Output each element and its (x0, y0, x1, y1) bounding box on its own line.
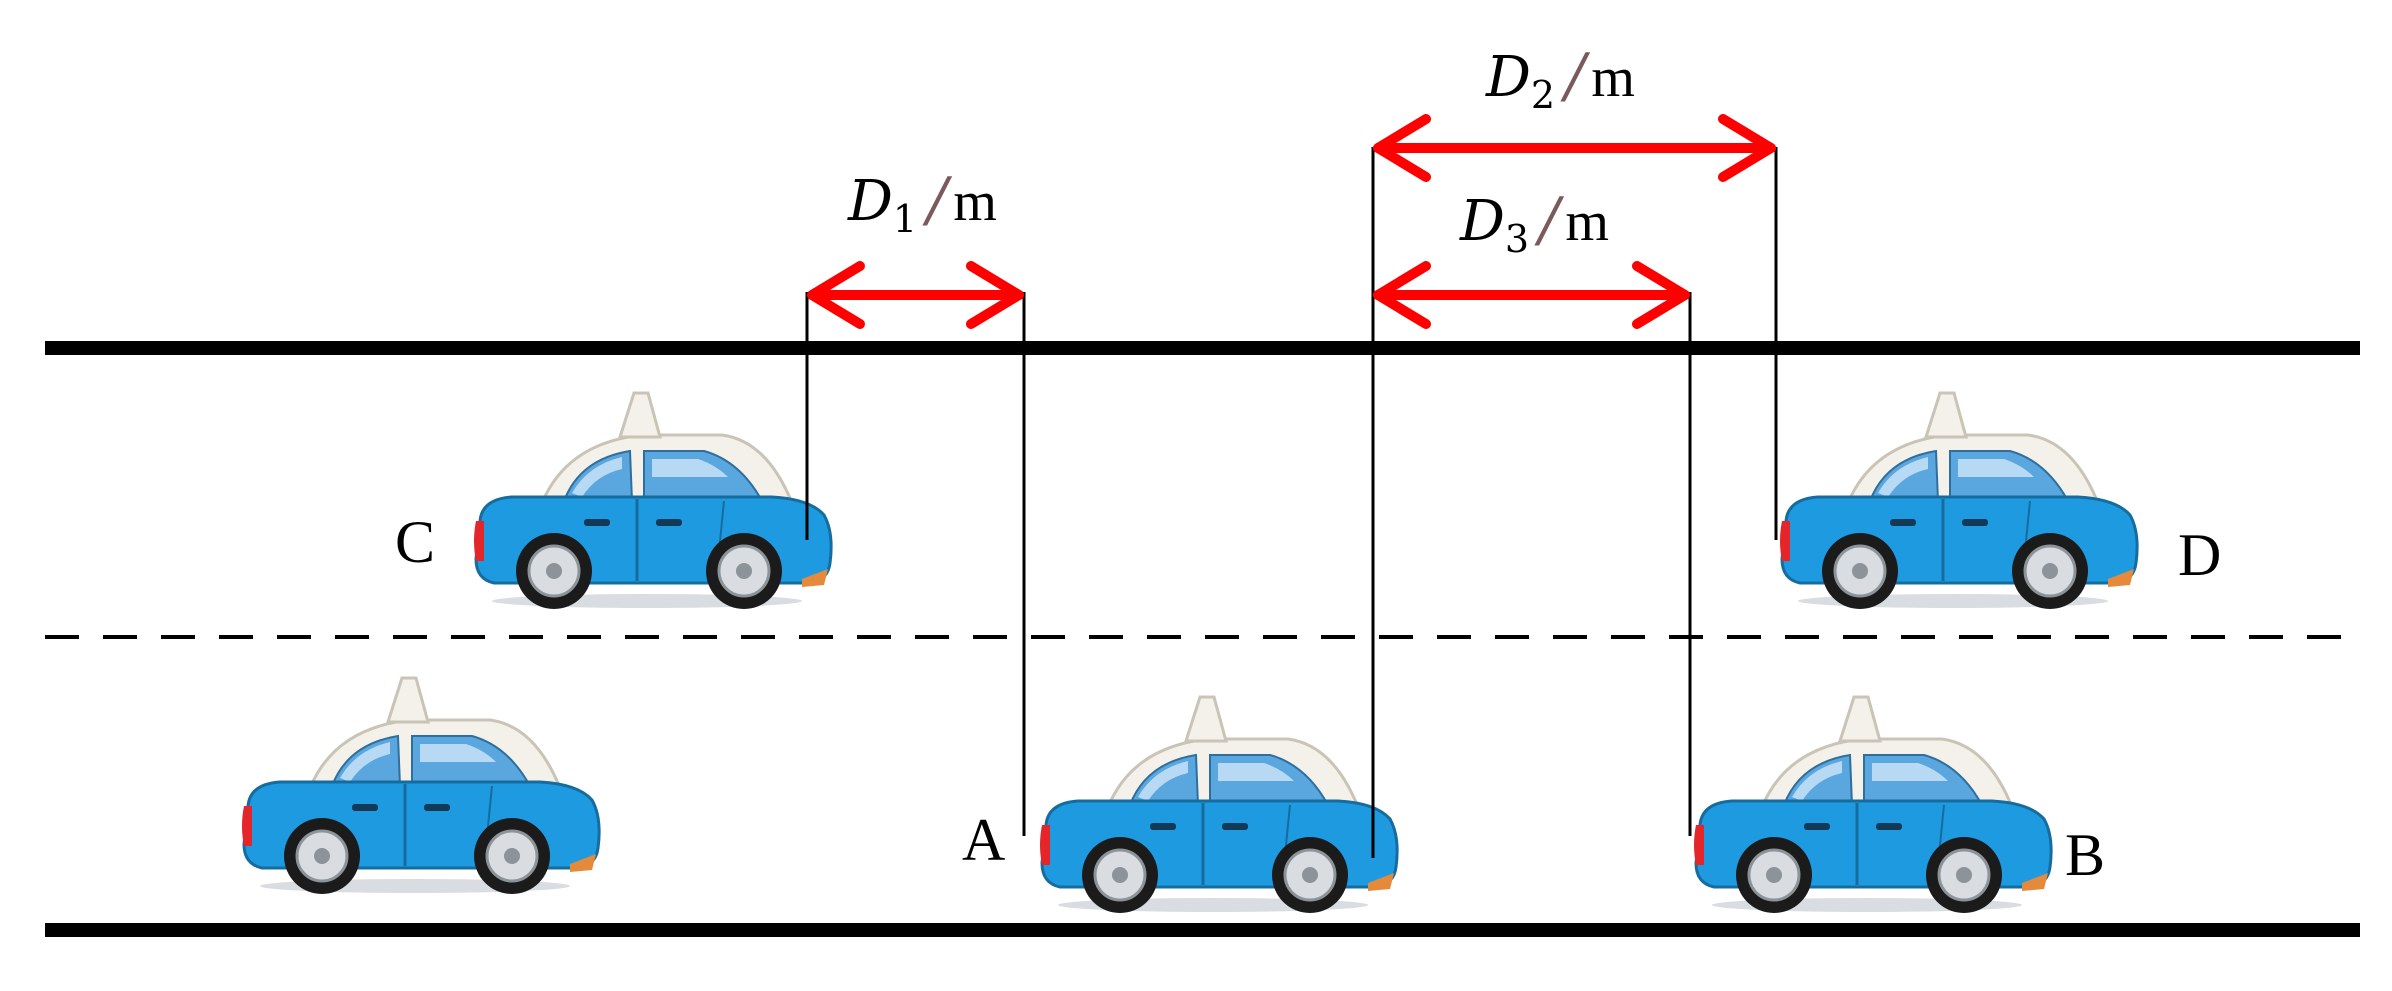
car-c-icon (472, 391, 833, 611)
d1-label: D1/m (847, 165, 997, 241)
d3-label: D3/m (1459, 185, 1609, 261)
car-b-icon (1692, 695, 2053, 915)
car-b-label: B (2065, 822, 2105, 888)
d2-label: D2/m (1485, 41, 1635, 117)
car-d-icon (1778, 391, 2139, 611)
car-a-label: A (962, 807, 1005, 873)
d2-arrow (1373, 114, 1776, 182)
car-a-icon (1038, 695, 1399, 915)
car-unlabeled-icon (240, 676, 601, 896)
car-c-label: C (395, 509, 435, 575)
d1-arrow (807, 261, 1024, 329)
car-d-label: D (2178, 522, 2221, 588)
d3-arrow (1373, 261, 1690, 329)
